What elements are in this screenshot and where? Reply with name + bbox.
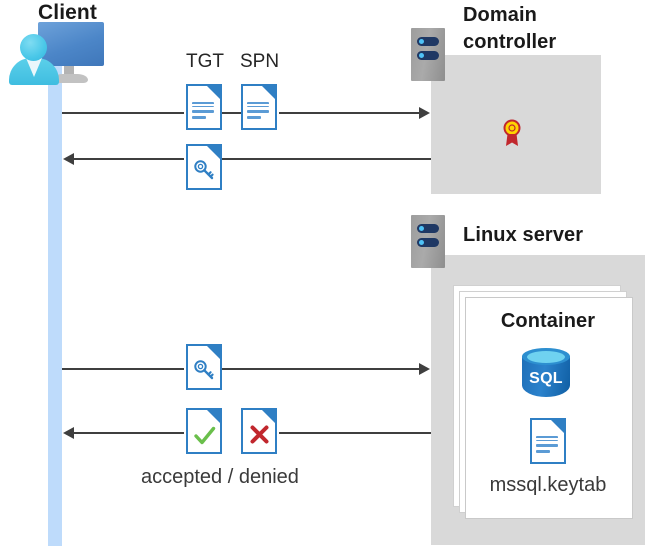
auth-request-key-document-icon [186,344,222,390]
flow-line-linux-to-client-right [279,432,431,434]
server-bay-icon [417,51,439,60]
arrowhead-to-linux-server [419,363,430,375]
service-ticket-key-document-icon [186,144,222,190]
domain-controller-server-icon [411,28,445,81]
tgt-label: TGT [186,51,224,72]
server-bay-icon [417,224,439,233]
arrowhead-to-client-bottom [63,427,74,439]
spn-document-icon [241,84,277,130]
container-title: Container [500,310,596,332]
linux-server-title: Linux server [463,224,584,246]
close-icon [250,425,269,444]
key-icon [194,360,214,380]
person-collar-icon [26,58,42,77]
denied-document-icon [241,408,277,454]
key-icon [194,160,214,180]
tgt-document-icon [186,84,222,130]
accepted-document-icon [186,408,222,454]
flow-line-linux-to-client-left [73,432,184,434]
flow-line-client-to-dc-left [62,112,184,114]
domain-controller-title: Domain controller [463,4,557,53]
keytab-filename-label: mssql.keytab [489,474,607,496]
person-head-icon [20,34,47,61]
keytab-document-icon [530,418,566,464]
arrowhead-to-domain-controller [419,107,430,119]
monitor-neck-icon [64,66,74,76]
client-computer-user-icon [8,22,112,85]
check-icon [194,426,216,445]
flow-line-dc-to-client-left [73,158,184,160]
flow-line-client-to-linux-right [222,368,420,370]
arrowhead-to-client-top [63,153,74,165]
certificate-document-icon [492,101,532,151]
client-title: Client [38,1,97,24]
flow-line-client-to-linux-left [62,368,184,370]
server-bay-icon [417,37,439,46]
monitor-screen-icon [38,22,104,66]
flow-line-between-tgt-spn [222,112,242,114]
monitor-base-icon [52,74,88,83]
sql-database-icon: SQL [522,348,570,404]
flow-line-dc-to-client-right [222,158,431,160]
client-lifeline [48,62,62,546]
sql-database-label: SQL [529,370,563,387]
linux-server-icon [411,215,445,268]
flow-line-client-to-dc-right [279,112,420,114]
result-label: accepted / denied [141,466,299,488]
server-bay-icon [417,238,439,247]
spn-label: SPN [240,51,280,72]
container-card-front [465,297,633,519]
